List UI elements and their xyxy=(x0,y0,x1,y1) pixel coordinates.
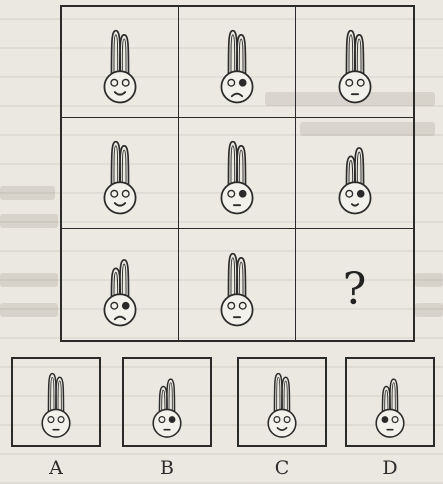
missing-cell: ? xyxy=(296,229,413,340)
rabbit-ear xyxy=(48,374,56,414)
option-d-box[interactable] xyxy=(345,357,435,447)
rabbit-icon xyxy=(33,365,79,441)
grid-cell xyxy=(62,7,179,118)
rabbit-eye-open xyxy=(122,190,129,197)
rabbit-eye-open xyxy=(48,417,54,423)
rabbit-inner-ear xyxy=(51,377,54,414)
option-d-label: D xyxy=(375,457,405,479)
rabbit-eye-open xyxy=(239,302,246,309)
bleed-through-text xyxy=(415,303,443,317)
rabbit-eye-open xyxy=(228,190,235,197)
rabbit-ear xyxy=(228,253,237,299)
rabbit-eye-open xyxy=(159,417,165,423)
rabbit-icon xyxy=(144,365,190,441)
question-mark: ? xyxy=(343,264,367,315)
rabbit-icon xyxy=(94,132,146,218)
rabbit-ear xyxy=(56,377,64,414)
rabbit-inner-ear xyxy=(114,35,118,77)
rabbit-ear xyxy=(237,146,246,188)
rabbit-head xyxy=(339,71,370,102)
rabbit-eye-open xyxy=(111,302,118,309)
rabbit-eye-open xyxy=(284,417,290,423)
rabbit-inner-ear xyxy=(277,377,280,414)
rabbit-eye-open xyxy=(111,190,118,197)
rabbit-head xyxy=(104,182,135,213)
grid-cell xyxy=(62,118,179,229)
rabbit-icon xyxy=(211,244,263,330)
rabbit-eye-open xyxy=(122,79,129,86)
grid-cell xyxy=(296,7,413,118)
grid-cell xyxy=(179,118,296,229)
grid-cell xyxy=(296,118,413,229)
rabbit-icon xyxy=(329,21,381,107)
rabbit-ear xyxy=(237,35,246,77)
rabbit-ear xyxy=(274,374,282,414)
option-c-box[interactable] xyxy=(237,357,327,447)
rabbit-head xyxy=(339,182,370,213)
bleed-through-text xyxy=(415,273,443,287)
rabbit-eye-filled xyxy=(169,417,175,423)
grid-cell xyxy=(179,7,296,118)
rabbit-icon xyxy=(211,132,263,218)
rabbit-ear xyxy=(111,142,120,188)
rabbit-icon xyxy=(94,21,146,107)
rabbit-eye-filled xyxy=(239,79,246,86)
rabbit-eye-filled xyxy=(122,302,129,309)
rabbit-inner-ear xyxy=(231,257,235,299)
rabbit-ear xyxy=(282,377,290,414)
grid-cell xyxy=(179,229,296,340)
rabbit-head xyxy=(221,294,252,325)
rabbit-eye-open xyxy=(58,417,64,423)
option-b-label: B xyxy=(152,457,182,479)
rabbit-eye-open xyxy=(345,79,352,86)
rabbit-ear xyxy=(228,142,237,188)
option-a-label: A xyxy=(41,457,71,479)
rabbit-icon xyxy=(367,365,413,441)
rabbit-inner-ear xyxy=(348,35,352,77)
rabbit-head xyxy=(221,182,252,213)
rabbit-eye-open xyxy=(274,417,280,423)
rabbit-ear xyxy=(120,146,129,188)
rabbit-head xyxy=(104,294,135,325)
rabbit-icon xyxy=(94,244,146,330)
rabbit-ear xyxy=(111,31,120,77)
bleed-through-text xyxy=(0,273,58,287)
rabbit-eye-open xyxy=(111,79,118,86)
option-a-box[interactable] xyxy=(11,357,101,447)
rabbit-eye-filled xyxy=(357,190,364,197)
puzzle-grid: ? xyxy=(60,5,415,342)
rabbit-icon xyxy=(211,21,263,107)
grid-cell xyxy=(62,229,179,340)
rabbit-eye-open xyxy=(357,79,364,86)
rabbit-ear xyxy=(228,31,237,77)
rabbit-head xyxy=(268,409,296,437)
rabbit-eye-open xyxy=(392,417,398,423)
rabbit-head xyxy=(153,409,181,437)
rabbit-eye-open xyxy=(345,190,352,197)
rabbit-ear xyxy=(346,31,355,77)
option-b-box[interactable] xyxy=(122,357,212,447)
bleed-through-text xyxy=(0,214,58,228)
rabbit-inner-ear xyxy=(114,146,118,188)
bleed-through-text xyxy=(0,303,58,317)
rabbit-eye-filled xyxy=(382,417,388,423)
rabbit-inner-ear xyxy=(231,35,235,77)
rabbit-head xyxy=(221,71,252,102)
rabbit-inner-ear xyxy=(231,146,235,188)
rabbit-eye-open xyxy=(228,79,235,86)
rabbit-eye-filled xyxy=(239,190,246,197)
rabbit-icon xyxy=(329,132,381,218)
rabbit-ear xyxy=(354,35,363,77)
rabbit-head xyxy=(376,409,404,437)
option-c-label: C xyxy=(267,457,297,479)
rabbit-ear xyxy=(237,257,246,299)
rabbit-eye-open xyxy=(228,302,235,309)
rabbit-head xyxy=(42,409,70,437)
rabbit-ear xyxy=(120,35,129,77)
bleed-through-text xyxy=(0,186,55,200)
rabbit-icon xyxy=(259,365,305,441)
rabbit-head xyxy=(104,71,135,102)
